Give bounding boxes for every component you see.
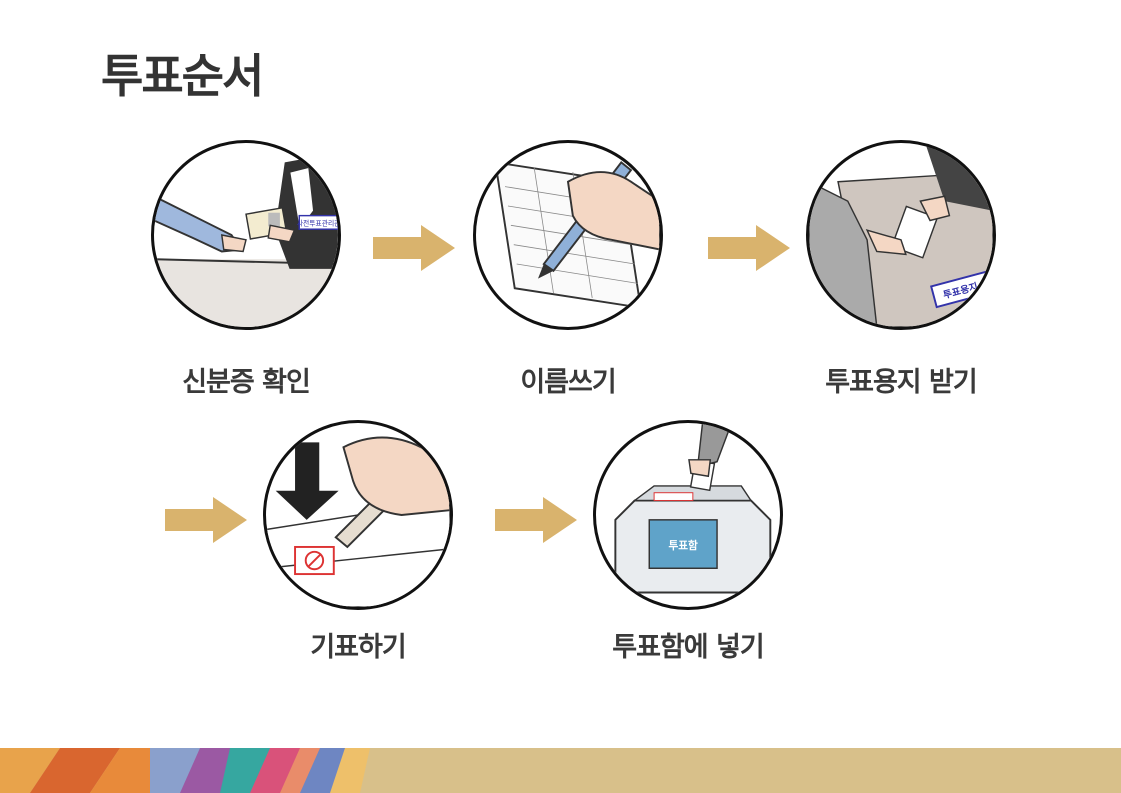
arrow-icon <box>708 225 790 271</box>
arrow-icon <box>165 497 247 543</box>
sign-name-illustration <box>473 140 663 330</box>
step-label-receive-ballot: 투표용지 받기 <box>825 367 977 398</box>
ballot-box-illustration: 투표함 <box>593 420 783 610</box>
arrow-icon <box>373 225 455 271</box>
ballot-box-label: 투표함 <box>668 539 698 552</box>
official-badge-text: 사전투표관리관 <box>297 218 338 227</box>
step-label-stamp-ballot: 기표하기 <box>310 632 406 663</box>
decorative-footer-band <box>0 748 1121 793</box>
step-label-id-check: 신분증 확인 <box>182 367 311 398</box>
step-label-ballot-box: 투표함에 넣기 <box>612 632 764 663</box>
stamp-ballot-illustration <box>263 420 453 610</box>
id-check-illustration: 사전투표관리관 <box>151 140 341 330</box>
arrow-icon <box>495 497 577 543</box>
receive-ballot-illustration: 투표용지 <box>806 140 996 330</box>
step-label-sign-name: 이름쓰기 <box>520 367 616 398</box>
page-title: 투표순서 <box>101 49 264 103</box>
